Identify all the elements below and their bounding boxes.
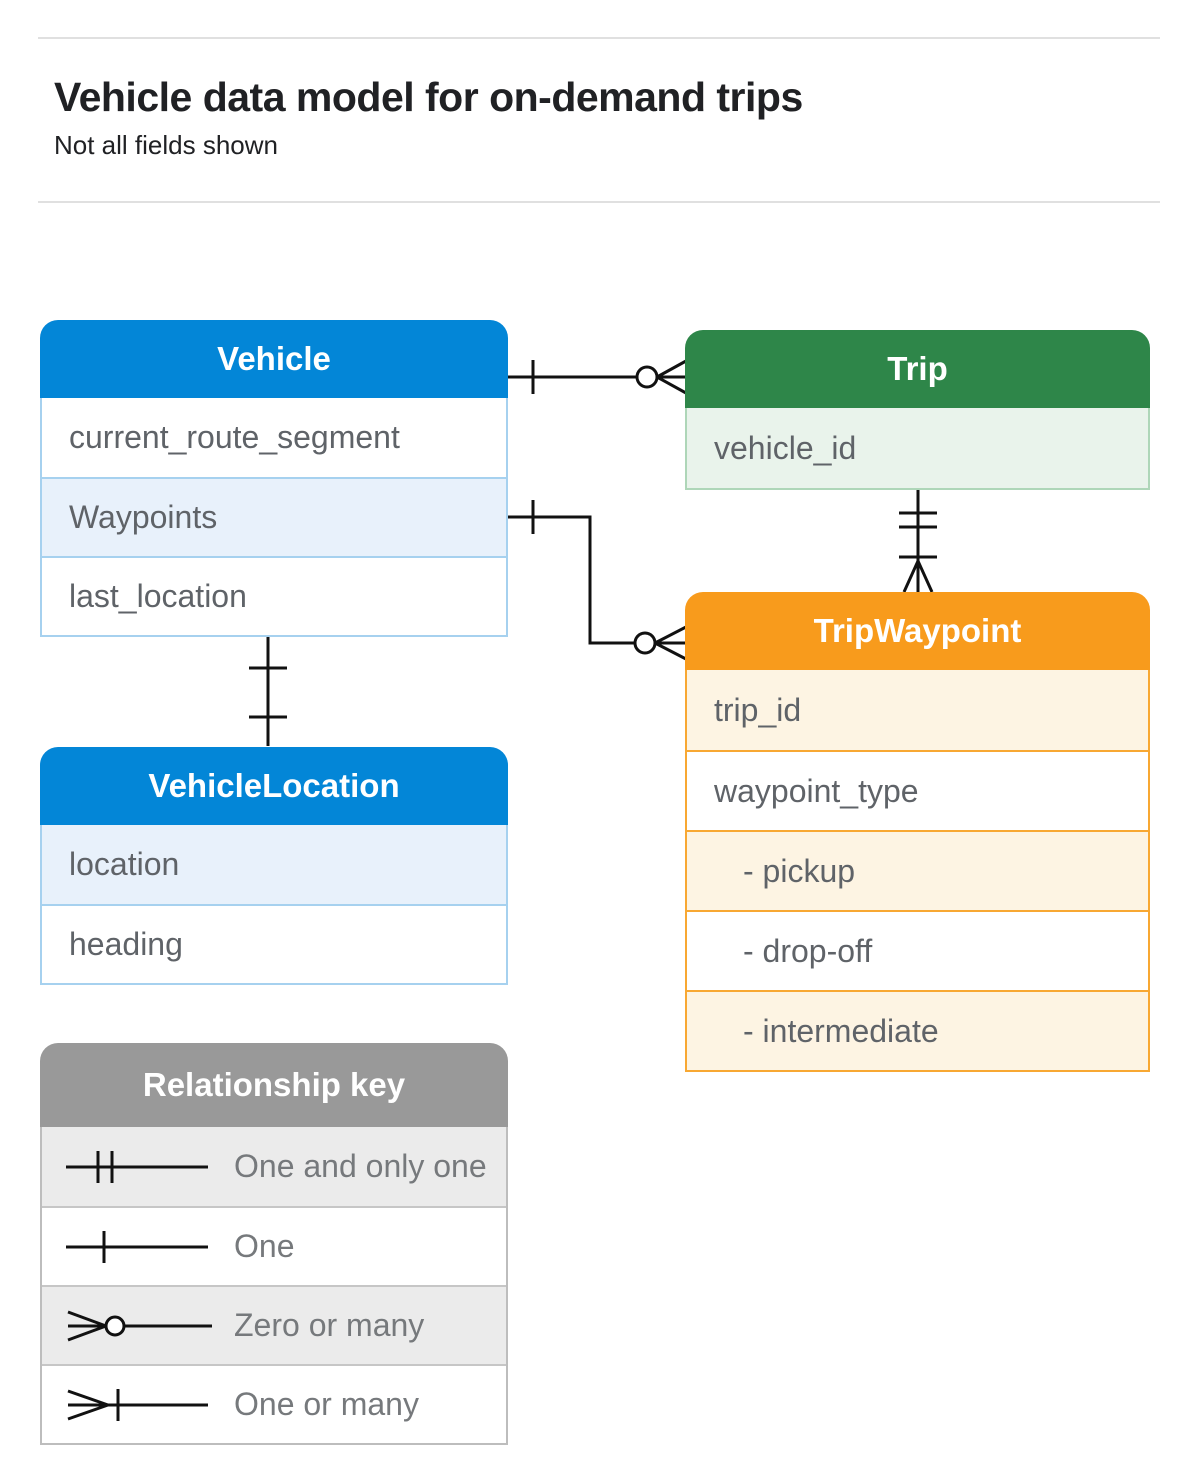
key-item-one-and-only-one: One and only one [42, 1127, 506, 1206]
key-label: Zero or many [234, 1307, 425, 1343]
title-divider [38, 201, 1160, 203]
key-label: One and only one [234, 1148, 487, 1184]
top-divider [38, 37, 1160, 39]
connector-vehicle-vehiclelocation [249, 636, 287, 746]
connector-vehicle-tripwaypoint [508, 500, 687, 661]
connector-vehicle-trip [508, 359, 687, 395]
entity-vehiclelocation-title: VehicleLocation [40, 747, 508, 825]
page-title: Vehicle data model for on-demand trips [54, 74, 803, 120]
entity-tripwaypoint-title: TripWaypoint [685, 592, 1150, 670]
enum-drop-off: - drop-off [687, 910, 1148, 990]
field-trip-id: trip_id [687, 670, 1148, 750]
entity-vehicle: Vehicle current_route_segment Waypoints … [40, 320, 508, 637]
field-waypoints: Waypoints [42, 477, 506, 556]
entity-tripwaypoint: TripWaypoint trip_id waypoint_type - pic… [685, 592, 1150, 1072]
enum-pickup: - pickup [687, 830, 1148, 910]
page-subtitle: Not all fields shown [54, 130, 278, 160]
key-item-zero-or-many: Zero or many [42, 1285, 506, 1364]
entity-vehiclelocation-fields: location heading [40, 825, 508, 985]
field-vehicle-id: vehicle_id [687, 408, 1148, 488]
field-waypoint-type: waypoint_type [687, 750, 1148, 830]
relationship-key-title: Relationship key [40, 1043, 508, 1127]
one-icon [66, 1230, 208, 1263]
key-item-one-or-many: One or many [42, 1364, 506, 1443]
entity-vehicle-title: Vehicle [40, 320, 508, 398]
field-current-route-segment: current_route_segment [69, 419, 400, 455]
key-label: One or many [234, 1386, 419, 1422]
entity-trip-title: Trip [685, 330, 1150, 408]
one-or-many-icon [67, 1388, 208, 1421]
one-and-only-one-icon [66, 1150, 208, 1183]
connector-trip-tripwaypoint [899, 489, 937, 593]
entity-trip-fields: vehicle_id [685, 408, 1150, 490]
field-location: location [42, 825, 506, 904]
relationship-key: Relationship key One and only one One [40, 1043, 508, 1445]
entity-tripwaypoint-fields: trip_id waypoint_type - pickup - drop-of… [685, 670, 1150, 1072]
key-item-one: One [42, 1206, 506, 1285]
enum-intermediate: - intermediate [687, 990, 1148, 1070]
entity-vehiclelocation: VehicleLocation location heading [40, 747, 508, 985]
relationship-key-items: One and only one One Zero or many [40, 1127, 508, 1445]
entity-vehicle-fields: current_route_segment Waypoints last_loc… [40, 398, 508, 637]
key-label: One [234, 1228, 295, 1264]
field-last-location: last_location [42, 556, 506, 635]
entity-trip: Trip vehicle_id [685, 330, 1150, 490]
field-heading: heading [42, 904, 506, 983]
zero-or-many-icon [67, 1310, 212, 1341]
